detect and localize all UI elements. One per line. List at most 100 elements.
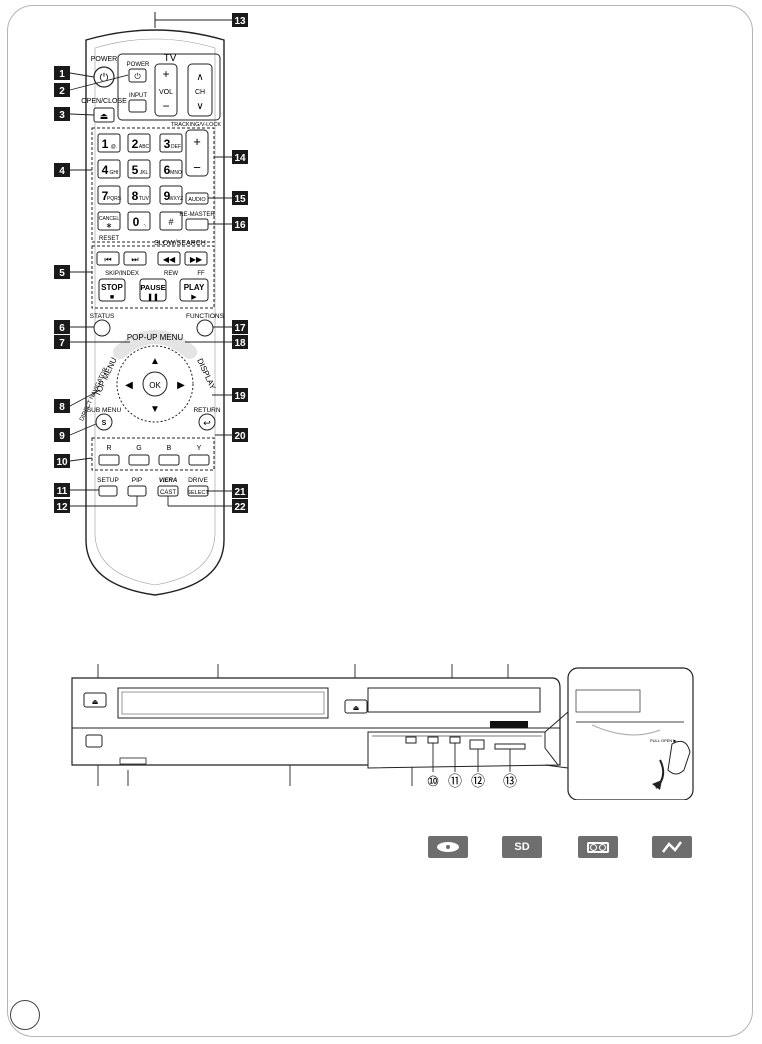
display-window (490, 721, 528, 728)
callout-box-6 (54, 320, 70, 334)
sub-menu-button[interactable] (95, 413, 113, 431)
callout-box-8 (54, 399, 70, 413)
pause-button-front[interactable] (427, 736, 439, 744)
callout-box-13 (232, 13, 248, 27)
callout-box-19 (232, 388, 248, 402)
key-7-label: 7 (102, 189, 109, 203)
pause-button[interactable] (139, 278, 167, 302)
tracking-up-icon: + (193, 134, 201, 149)
eject-icon-1: ⏏ (92, 699, 99, 706)
callout-box-4 (54, 163, 70, 177)
pip-button[interactable] (127, 485, 147, 497)
cancel-button[interactable] (97, 211, 121, 231)
blue-button[interactable] (158, 454, 180, 466)
rew-button[interactable] (157, 251, 181, 266)
setup-button[interactable] (98, 485, 118, 497)
callout-14: 14 (234, 153, 246, 164)
play-label: PLAY (184, 283, 205, 292)
ff-icon: ▶▶ (190, 255, 203, 264)
tv-power-icon: ⏻ (134, 72, 141, 81)
key-3[interactable] (159, 133, 183, 153)
callout-18: 18 (234, 338, 246, 349)
skip-fwd-button[interactable] (123, 251, 147, 266)
reset-label: RESET (99, 236, 119, 242)
status-button[interactable] (93, 319, 111, 337)
eject-button-1[interactable] (83, 692, 107, 708)
disc-icon (428, 836, 468, 858)
key-5[interactable] (127, 159, 151, 179)
stop-button[interactable] (98, 278, 126, 302)
tracking-label: TRACKING/V-LOCK (171, 122, 221, 128)
key-7-letters: PQRS (107, 196, 122, 202)
tracking-down-icon: − (193, 160, 201, 175)
ff-button[interactable] (184, 251, 208, 266)
input-button[interactable] (128, 99, 147, 113)
key-1[interactable] (97, 133, 121, 153)
disc-type-icons: SD (0, 836, 762, 862)
key-0-sub: -, (143, 222, 146, 228)
key-1-letters: @. (111, 144, 117, 150)
return-icon: ↩ (203, 418, 211, 428)
key-4-label: 4 (102, 163, 109, 177)
sd-label: SD (514, 841, 530, 853)
right-arrow-icon[interactable]: ▶ (177, 380, 185, 391)
key-5-letters: JKL (140, 170, 149, 176)
vol-rocker[interactable] (154, 63, 178, 117)
red-button[interactable] (98, 454, 120, 466)
ok-button[interactable] (142, 371, 168, 397)
power-button-front[interactable] (85, 734, 103, 748)
callout-2: 2 (59, 86, 65, 97)
circled-11: ⑪ (448, 773, 462, 789)
hash-button[interactable] (159, 211, 183, 231)
sd-slot (494, 743, 526, 750)
key-6[interactable] (159, 159, 183, 179)
callout-9: 9 (59, 431, 65, 442)
b-label: B (167, 445, 172, 452)
key-8[interactable] (127, 185, 151, 205)
key-4[interactable] (97, 159, 121, 179)
callout-box-5 (54, 265, 70, 279)
audio-button[interactable] (185, 192, 209, 205)
return-label: RETURN (193, 407, 220, 414)
left-arrow-icon[interactable]: ◀ (125, 380, 133, 391)
tv-power-button[interactable] (128, 68, 147, 83)
key-9[interactable] (159, 185, 183, 205)
down-arrow-icon[interactable]: ▼ (150, 404, 160, 415)
callout-box-11 (54, 483, 70, 497)
ch-rocker[interactable] (187, 63, 213, 117)
r-label: R (106, 445, 111, 452)
hash-label: # (168, 217, 173, 227)
green-button[interactable] (128, 454, 150, 466)
stop-button-front[interactable] (405, 736, 417, 744)
ok-label: OK (149, 381, 161, 390)
eject-button-2[interactable] (344, 699, 368, 714)
tracking-rocker[interactable] (185, 129, 209, 177)
key-3-letters: DEF (171, 144, 181, 150)
eject-icon: ⏏ (100, 111, 109, 121)
functions-label: FUNCTIONS (186, 313, 225, 320)
play-button[interactable] (179, 278, 209, 302)
remaster-button[interactable] (185, 218, 209, 231)
rew-label: REW (164, 271, 178, 277)
callout-box-3 (54, 107, 70, 121)
page-number-circle (10, 1000, 40, 1030)
key-0[interactable] (127, 211, 151, 231)
yellow-button[interactable] (188, 454, 210, 466)
circled-10: ⑩ (427, 773, 440, 789)
sub-menu-label: SUB MENU (87, 407, 122, 414)
return-button[interactable] (198, 413, 216, 431)
tv-label: TV (164, 53, 177, 64)
key-2[interactable] (127, 133, 151, 153)
up-arrow-icon[interactable]: ▲ (150, 356, 160, 367)
play-button-front[interactable] (449, 736, 461, 744)
skip-back-button[interactable] (96, 251, 120, 266)
key-7[interactable] (97, 185, 121, 205)
input-label: INPUT (129, 93, 147, 99)
pull-open-label: PULL OPEN ▶ (650, 738, 677, 743)
callout-21: 21 (234, 487, 246, 498)
callout-box-7 (54, 335, 70, 349)
remote-illustration: TV POWER ⏻ POWER ⏻ INPUT + VOL − ∧ CH ∨ … (54, 12, 248, 596)
callout-box-21 (232, 484, 248, 498)
functions-button[interactable] (196, 319, 214, 337)
